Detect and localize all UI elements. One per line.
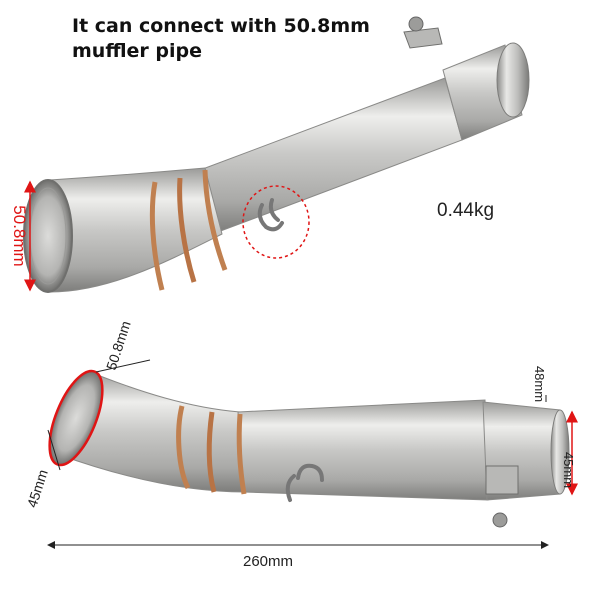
top-inlet-diameter-marker: 50.8mm (10, 180, 36, 292)
top-inlet-mouth (23, 179, 73, 293)
top-outlet-rim (496, 42, 530, 118)
top-pipe-hook (257, 198, 284, 232)
bottom-inlet-mouth (48, 369, 104, 467)
top-pipe-bend-body (49, 167, 223, 293)
bottom-pipe-straight-body (237, 399, 489, 501)
hook-highlight-circle (242, 185, 310, 259)
bottom-link-pipe (48, 369, 570, 528)
outlet-inner-label: 45mm (561, 452, 576, 488)
product-caption: It can connect with 50.8mm muffler pipe (72, 14, 370, 64)
bottom-inlet-diameter-label: 50.8mm (103, 319, 134, 372)
bottom-clamp-bolt-icon (492, 512, 508, 528)
top-weld-rings (149, 169, 228, 291)
caption-line-1: It can connect with 50.8mm (72, 15, 370, 37)
top-link-pipe (23, 16, 530, 293)
bottom-pipe-hook (285, 463, 324, 502)
outlet-outer-label: 48mm (532, 366, 547, 402)
top-outlet-clamp (403, 27, 443, 49)
top-clamp-bolt-icon (408, 16, 424, 32)
total-length-label: 260mm (243, 553, 293, 570)
caption-line-2: muffler pipe (72, 40, 203, 62)
bottom-outlet-clamp (485, 465, 519, 495)
weight-label: 0.44kg (437, 200, 495, 221)
top-pipe-straight-body (199, 77, 463, 233)
bottom-weld-rings (176, 405, 247, 495)
bottom-inlet-side-label: 45mm (24, 467, 51, 509)
top-inlet-diameter-label: 50.8mm (10, 205, 29, 266)
